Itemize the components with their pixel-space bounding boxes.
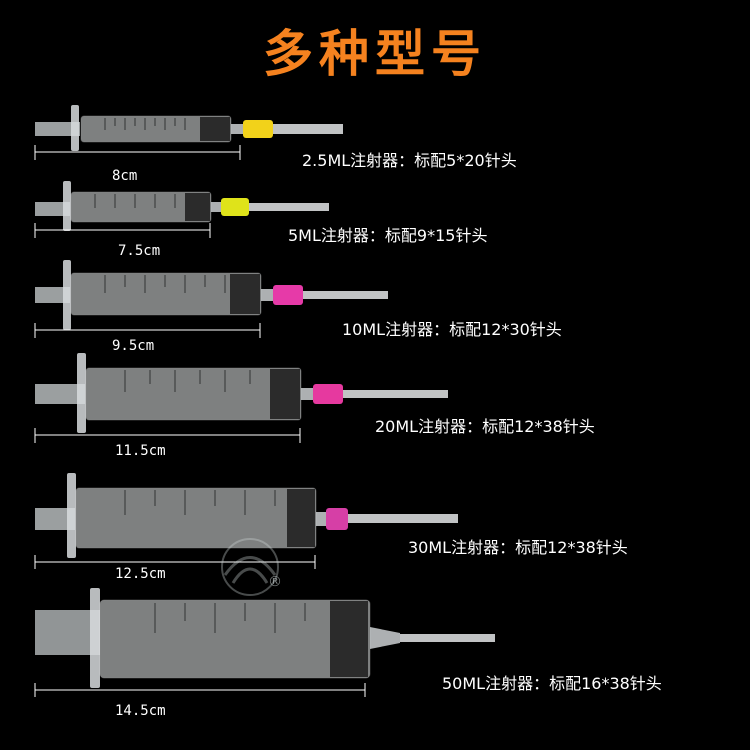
syringe-20ml-length: 11.5cm [115,443,166,459]
syringe-2-5ml-image [34,105,343,160]
syringe-10ml-spec: 10ML注射器：标配12*30针头 [342,320,562,339]
syringe-50ml-length: 14.5cm [115,703,166,719]
syringe-10ml-length: 9.5cm [112,338,155,354]
syringe-50ml-spec: 50ML注射器：标配16*38针头 [442,674,662,693]
syringe-30ml-image [34,473,458,569]
page-title: 多种型号 [263,25,487,83]
syringe-30ml-length: 12.5cm [115,566,166,582]
syringe-5ml-spec: 5ML注射器：标配9*15针头 [288,226,488,245]
syringe-5ml-length: 7.5cm [118,243,161,259]
syringe-50ml-image [34,588,495,697]
registered-mark-icon: ® [268,574,282,590]
syringe-20ml-spec: 20ML注射器：标配12*38针头 [375,417,595,436]
watermark-logo-icon [221,538,279,596]
syringe-10ml-image [34,260,388,338]
syringe-5ml-image [34,181,329,238]
syringe-20ml-image [34,353,448,443]
syringe-2-5ml-spec: 2.5ML注射器：标配5*20针头 [302,151,517,170]
syringe-2-5ml-length: 8cm [112,168,138,184]
syringe-30ml-spec: 30ML注射器：标配12*38针头 [408,538,628,557]
